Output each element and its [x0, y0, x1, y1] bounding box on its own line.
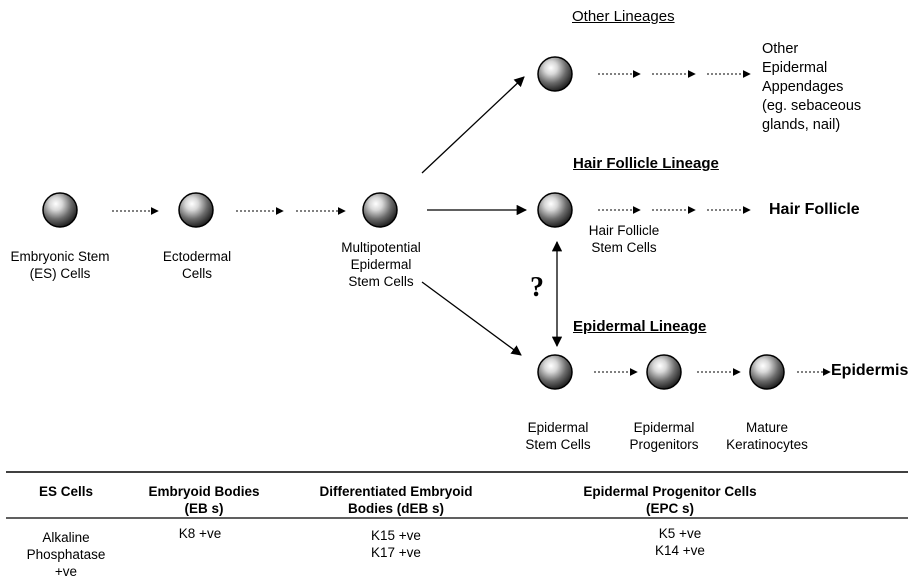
question-mark: ?	[530, 272, 544, 303]
cell-line: Phosphatase	[26, 547, 106, 562]
cell-hair-follicle-stem	[537, 192, 573, 228]
cell-line: +ve	[54, 564, 78, 579]
cell-line: Alkaline	[42, 530, 90, 545]
table-cell-es-markers: Alkaline Phosphatase +ve	[16, 529, 116, 580]
header-line: ES Cells	[38, 484, 94, 499]
heading-other-lineages: Other Lineages	[572, 8, 675, 25]
label-line: Epidermal	[633, 420, 695, 435]
label-line: Epidermal	[350, 257, 412, 272]
label-es-cells: Embryonic Stem (ES) Cells	[0, 248, 120, 282]
endpoint-other-appendages: Other Epidermal Appendages (eg. sebaceou…	[762, 40, 861, 135]
cell-es	[42, 192, 78, 228]
label-line: Mature	[745, 420, 789, 435]
cell-epidermal-progenitors	[646, 354, 682, 390]
label-line: Ectodermal	[162, 249, 232, 264]
cell-ectodermal	[178, 192, 214, 228]
cell-line: K8 +ve	[178, 526, 222, 541]
header-line: (EPC s)	[645, 501, 694, 516]
heading-epidermal-lineage: Epidermal Lineage	[573, 318, 707, 335]
label-line: Hair Follicle	[588, 223, 660, 238]
header-line: Embryoid Bodies	[148, 484, 260, 499]
cell-line: K14 +ve	[655, 543, 705, 558]
label-line: Other	[762, 41, 799, 57]
label-line: Cells	[181, 266, 212, 281]
label-line: Appendages	[762, 79, 844, 95]
table-header-embryoid-bodies: Embryoid Bodies (EB s)	[134, 483, 274, 517]
label-line: (eg. sebaceous	[762, 98, 862, 114]
label-line: Stem Cells	[591, 240, 657, 255]
label-mature-keratinocytes: Mature Keratinocytes	[712, 419, 822, 453]
label-line: Embryonic Stem	[10, 249, 110, 264]
header-line: Differentiated Embryoid	[319, 484, 473, 499]
label-line: glands, nail)	[762, 117, 841, 133]
heading-hair-follicle-lineage: Hair Follicle Lineage	[573, 155, 719, 172]
header-line: Bodies (dEB s)	[347, 501, 444, 516]
label-ectodermal-cells: Ectodermal Cells	[152, 248, 242, 282]
table-header-es-cells: ES Cells	[26, 483, 106, 500]
table-header-differentiated-embryoid-bodies: Differentiated Embryoid Bodies (dEB s)	[296, 483, 496, 517]
table-cell-deb-markers: K15 +ve K17 +ve	[346, 527, 446, 561]
cell-line: K15 +ve	[371, 528, 421, 543]
label-epidermal-progenitors: Epidermal Progenitors	[614, 419, 714, 453]
cell-line: K5 +ve	[658, 526, 702, 541]
label-line: Epidermal	[527, 420, 589, 435]
label-epidermal-stem-cells: Epidermal Stem Cells	[508, 419, 608, 453]
cell-mature-keratinocytes	[749, 354, 785, 390]
label-line: Stem Cells	[525, 437, 591, 452]
arrow-to-other-lineage	[421, 76, 525, 174]
table-header-epidermal-progenitor-cells: Epidermal Progenitor Cells (EPC s)	[560, 483, 780, 517]
label-line: Epidermal	[762, 60, 828, 76]
label-hair-follicle-stem-cells: Hair Follicle Stem Cells	[574, 222, 674, 256]
endpoint-epidermis: Epidermis	[831, 362, 909, 379]
table-cell-epc-markers: K5 +ve K14 +ve	[630, 525, 730, 559]
label-line: (ES) Cells	[29, 266, 91, 281]
cell-other-lineage	[537, 56, 573, 92]
label-line: Multipotential	[341, 240, 421, 255]
cell-line: K17 +ve	[371, 545, 421, 560]
label-line: Keratinocytes	[726, 437, 808, 452]
header-line: (EB s)	[184, 501, 224, 516]
cell-epidermal-stem	[537, 354, 573, 390]
cell-multipotential	[362, 192, 398, 228]
endpoint-hair-follicle: Hair Follicle	[769, 201, 860, 218]
label-multipotential-cells: Multipotential Epidermal Stem Cells	[326, 239, 436, 290]
label-line: Stem Cells	[348, 274, 414, 289]
label-line: Progenitors	[629, 437, 699, 452]
arrow-to-epidermal-lineage	[421, 281, 522, 356]
table-cell-eb-markers: K8 +ve	[150, 525, 250, 542]
header-line: Epidermal Progenitor Cells	[583, 484, 757, 499]
